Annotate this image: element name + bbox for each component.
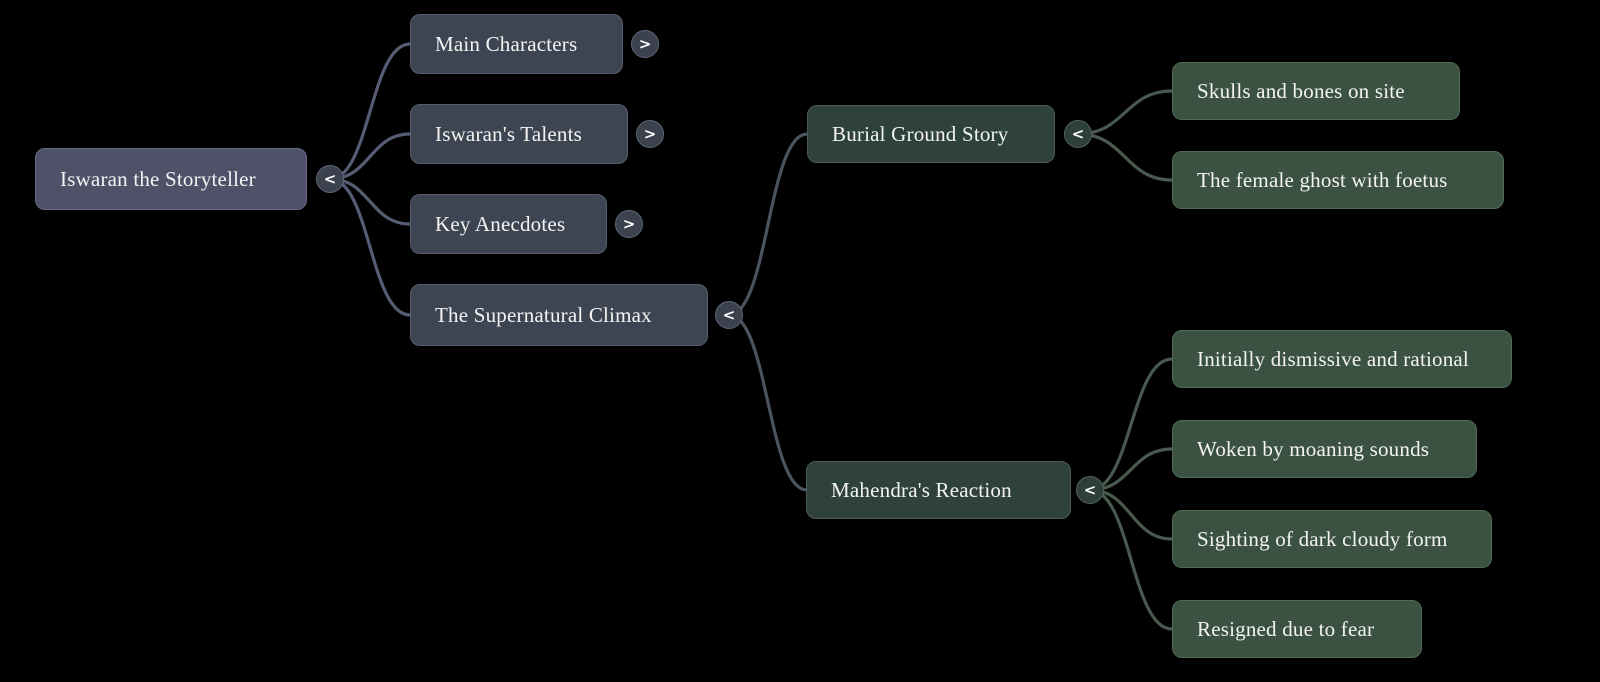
link-climax-to-mahendras-reaction bbox=[727, 313, 809, 492]
node-female-ghost-with-foetus[interactable]: The female ghost with foetus bbox=[1172, 151, 1504, 209]
node-burial-ground-story[interactable]: Burial Ground Story bbox=[807, 105, 1055, 163]
link-mahendra-to-cloudy-form bbox=[1088, 488, 1174, 541]
collapse-toggle-supernatural-climax[interactable]: < bbox=[715, 301, 743, 329]
node-sighting-dark-cloudy-form[interactable]: Sighting of dark cloudy form bbox=[1172, 510, 1492, 568]
node-label: Resigned due to fear bbox=[1197, 616, 1375, 641]
link-mahendra-to-resigned bbox=[1088, 488, 1174, 631]
link-climax-to-burial-ground bbox=[727, 132, 809, 317]
node-label: Iswaran the Storyteller bbox=[60, 166, 256, 191]
node-key-anecdotes[interactable]: Key Anecdotes bbox=[410, 194, 607, 254]
collapse-toggle-root[interactable]: < bbox=[316, 165, 344, 193]
node-label: Initially dismissive and rational bbox=[1197, 346, 1469, 371]
node-resigned-due-to-fear[interactable]: Resigned due to fear bbox=[1172, 600, 1422, 658]
node-label: Woken by moaning sounds bbox=[1197, 436, 1430, 461]
collapse-toggle-burial-ground-story[interactable]: < bbox=[1064, 120, 1092, 148]
link-mahendra-to-dismissive bbox=[1088, 357, 1174, 492]
node-label: Sighting of dark cloudy form bbox=[1197, 526, 1448, 551]
expand-toggle-iswarans-talents[interactable]: > bbox=[636, 120, 664, 148]
node-mahendras-reaction[interactable]: Mahendra's Reaction bbox=[806, 461, 1071, 519]
node-label: The Supernatural Climax bbox=[435, 302, 652, 327]
node-iswarans-talents[interactable]: Iswaran's Talents bbox=[410, 104, 628, 164]
node-label: Skulls and bones on site bbox=[1197, 78, 1405, 103]
node-label: Mahendra's Reaction bbox=[831, 477, 1012, 502]
node-iswaran-the-storyteller[interactable]: Iswaran the Storyteller bbox=[35, 148, 307, 210]
collapse-toggle-mahendras-reaction[interactable]: < bbox=[1076, 476, 1104, 504]
node-supernatural-climax[interactable]: The Supernatural Climax bbox=[410, 284, 708, 346]
link-burial-to-female-ghost bbox=[1076, 132, 1174, 182]
expand-toggle-main-characters[interactable]: > bbox=[631, 30, 659, 58]
link-burial-to-skulls bbox=[1076, 89, 1174, 136]
node-initially-dismissive[interactable]: Initially dismissive and rational bbox=[1172, 330, 1512, 388]
node-label: Iswaran's Talents bbox=[435, 121, 583, 146]
node-label: The female ghost with foetus bbox=[1197, 167, 1448, 192]
node-woken-by-moaning-sounds[interactable]: Woken by moaning sounds bbox=[1172, 420, 1477, 478]
expand-toggle-key-anecdotes[interactable]: > bbox=[615, 210, 643, 238]
node-skulls-and-bones[interactable]: Skulls and bones on site bbox=[1172, 62, 1460, 120]
node-label: Main Characters bbox=[435, 31, 578, 56]
node-label: Burial Ground Story bbox=[832, 121, 1009, 146]
link-root-to-supernatural-climax bbox=[328, 177, 412, 317]
node-label: Key Anecdotes bbox=[435, 211, 566, 236]
node-main-characters[interactable]: Main Characters bbox=[410, 14, 623, 74]
